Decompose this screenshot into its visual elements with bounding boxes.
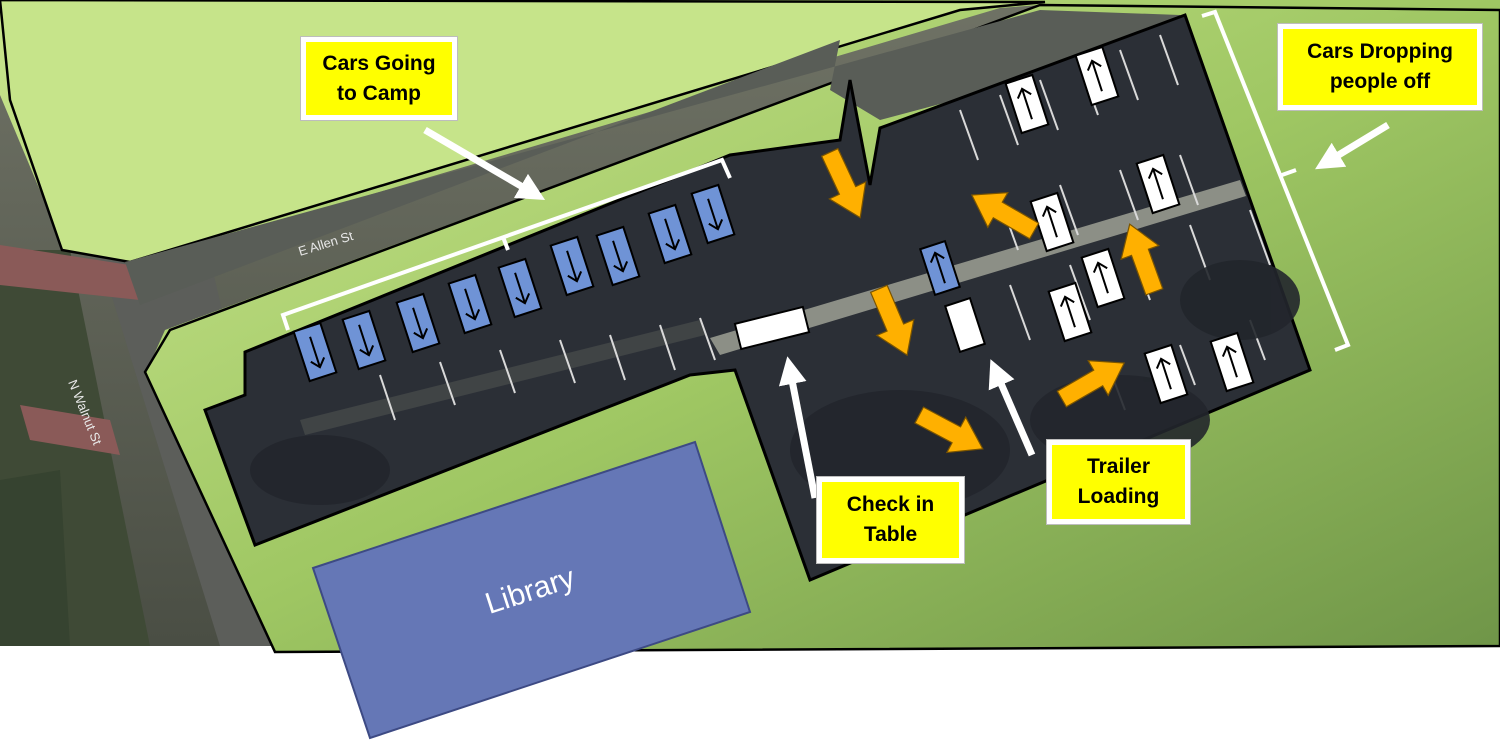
e-allen-street: [125, 10, 1180, 305]
check-in-table: [733, 305, 811, 351]
cars-going-to-camp-callout: Cars Going to Camp: [301, 37, 457, 120]
library-building: Library: [311, 440, 752, 740]
trailer-loading-label: Trailer Loading: [1077, 455, 1160, 508]
check-in-table-label: Check in Table: [846, 493, 935, 546]
cars-going-to-camp-label: Cars Going to Camp: [322, 51, 436, 105]
callout-pointers: [423, 122, 1390, 499]
cars-dropping-off-label: Cars Dropping people off: [1307, 40, 1453, 93]
check-in-table-callout: Check in Table: [817, 477, 964, 563]
trailer: [943, 296, 987, 354]
parking-lot: [203, 13, 1312, 582]
cars-dropping-off-callout: Cars Dropping people off: [1278, 24, 1482, 110]
camp-cars: [292, 183, 962, 383]
parking-lines: [379, 34, 1271, 421]
dropoff-bracket: [1201, 9, 1351, 352]
camp-cars-bracket: [280, 157, 732, 331]
trailer-loading-callout: Trailer Loading: [1047, 440, 1190, 524]
camp-car: [918, 239, 962, 297]
dropoff-cars: [943, 45, 1255, 405]
